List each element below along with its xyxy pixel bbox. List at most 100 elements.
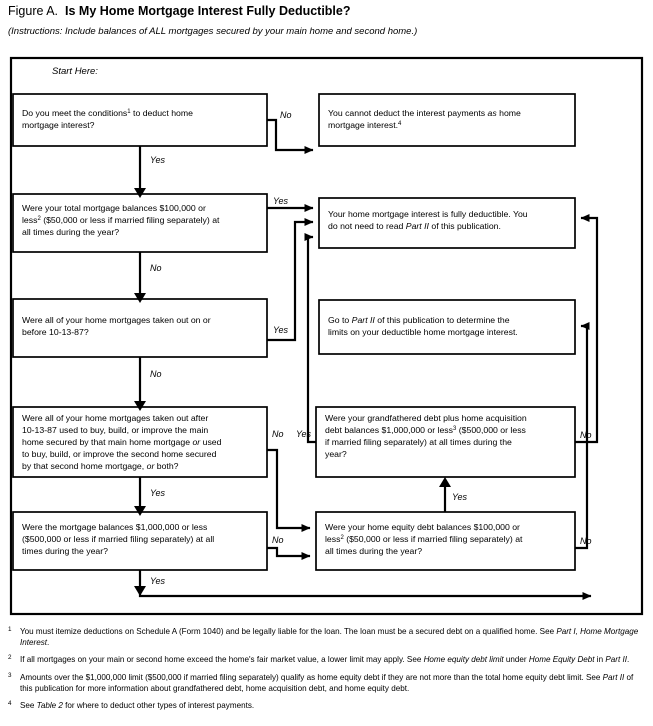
q4-line2: 10-13-87 used to buy, build, or improve … <box>22 425 208 435</box>
edge-q6-yes <box>138 570 592 600</box>
edge-q7-no <box>575 322 590 550</box>
edge-q6-no <box>267 546 311 560</box>
q2-sup: 2 <box>37 216 41 222</box>
footnote-text: for where to deduct other types of inter… <box>62 701 255 711</box>
arrowhead-q1-yes <box>134 188 146 198</box>
footnote-text: of this publication for more information… <box>20 672 634 693</box>
node-q6[interactable]: Were the mortgage balances $1,000,000 or… <box>12 511 268 571</box>
q3-line1: Were all of your home mortgages taken ou… <box>22 315 211 325</box>
edge-q5-yes <box>304 233 316 444</box>
arrowhead-q3-no <box>134 401 146 411</box>
label-q1-no: No <box>280 110 292 120</box>
svg-text:You cannot deduct the interest: You cannot deduct the interest payments … <box>328 108 521 118</box>
q5-line2a: debt balances $1,000,000 or less <box>325 425 454 435</box>
svg-text:less2 ($50,000 or less if marr: less2 ($50,000 or less if married filing… <box>325 534 523 544</box>
node-q5[interactable]: Were your grandfathered debt plus home a… <box>315 406 576 478</box>
q7-line3: all times during the year? <box>325 546 422 556</box>
r3-line1b: of this publication to determine the <box>375 315 510 325</box>
footnote-text: . <box>626 655 630 665</box>
q6-line3: times during the year? <box>22 546 108 556</box>
svg-text:mortgage interest.4: mortgage interest.4 <box>328 120 402 130</box>
q5-line3: if married filing separately) at all tim… <box>325 437 512 447</box>
node-q4[interactable]: Were all of your home mortgages taken ou… <box>12 406 268 478</box>
q3-line2: before 10-13-87? <box>22 327 89 337</box>
r2-line2b: of this publication. <box>429 221 501 231</box>
q6-line2: ($500,000 or less if married filing sepa… <box>22 534 214 544</box>
start-here-label: Start Here: <box>52 66 98 77</box>
footnote-text: Home equity debt limit <box>423 655 504 665</box>
label-q2-yes: Yes <box>273 196 289 206</box>
label-q5-no: No <box>580 430 592 440</box>
footnote-text: Amounts over the $1,000,000 limit ($500,… <box>20 672 603 682</box>
arrowhead-q4-yes <box>134 506 146 516</box>
q2-line1: Were your total mortgage balances $100,0… <box>22 203 206 213</box>
q7-line1: Were your home equity debt balances $100… <box>325 522 520 532</box>
q4-line3a: home secured by that main home mortgage <box>22 437 192 447</box>
footnote-text: Part II <box>605 655 627 665</box>
page-title: Figure A.Is My Home Mortgage Interest Fu… <box>8 4 351 18</box>
q5-line2b: ($500,000 or less <box>456 425 526 435</box>
r2-line2a: do not need to read <box>328 221 406 231</box>
q4-line5i: or <box>147 461 156 471</box>
q4-line5a: by that second home mortgage, <box>22 461 147 471</box>
r1-line1i: as <box>488 108 498 118</box>
q1-line2: mortgage interest? <box>22 120 95 130</box>
q4-line3i: or <box>192 437 201 447</box>
node-q3[interactable]: Were all of your home mortgages taken ou… <box>12 298 268 358</box>
q4-line1: Were all of your home mortgages taken ou… <box>22 413 208 423</box>
q1-sup: 1 <box>127 109 131 115</box>
label-q7-yes: Yes <box>452 492 468 502</box>
node-q1[interactable]: Do you meet the conditions1 to deduct ho… <box>12 93 268 147</box>
r1-line2: mortgage interest. <box>328 120 398 130</box>
node-r1[interactable]: You cannot deduct the interest payments … <box>318 93 576 147</box>
node-r2[interactable]: Your home mortgage interest is fully ded… <box>318 197 576 249</box>
footnote-3: 3 Amounts over the $1,000,000 limit ($500… <box>6 672 647 694</box>
node-r3[interactable]: Go to Part II of this publication to det… <box>318 299 576 355</box>
footnote-text: under <box>503 655 529 665</box>
label-q5-yes: Yes <box>296 429 312 439</box>
footnote-4: 4 See Table 2 for where to deduct other t… <box>6 700 647 711</box>
arrowhead-q7-yes-up <box>439 477 451 487</box>
q7-sup: 2 <box>340 535 344 541</box>
svg-text:Do you meet the conditions1 to: Do you meet the conditions1 to deduct ho… <box>22 108 193 118</box>
r2-line1: Your home mortgage interest is fully ded… <box>328 209 528 219</box>
instructions-line: (Instructions: Include balances of ALL m… <box>8 26 418 37</box>
footnote-marker: 4 <box>8 700 12 708</box>
svg-text:less2 ($50,000 or less if marr: less2 ($50,000 or less if married filing… <box>22 215 220 225</box>
chart-frame <box>9 56 644 616</box>
edge-q4-no <box>267 448 311 532</box>
edge-q3-yes <box>267 218 314 342</box>
label-q3-yes: Yes <box>273 325 289 335</box>
footnote-text: See <box>20 701 37 711</box>
footnote-marker: 2 <box>8 654 12 662</box>
svg-text:debt balances $1,000,000 or le: debt balances $1,000,000 or less3 ($500,… <box>325 425 527 435</box>
node-q2[interactable]: Were your total mortgage balances $100,0… <box>12 193 268 253</box>
footnote-text: Part II <box>602 672 625 682</box>
r3-line1a: Go to <box>328 315 352 325</box>
footnote-text: Home Equity Debt <box>528 655 595 665</box>
q6-line1: Were the mortgage balances $1,000,000 or… <box>22 522 208 532</box>
label-q2-no: No <box>150 263 162 273</box>
r1-line1a: You cannot deduct the interest payments <box>328 108 488 118</box>
arrowhead-q6-yes <box>134 586 146 596</box>
label-q7-no: No <box>580 536 592 546</box>
footnote-text: Table 2 <box>36 701 63 711</box>
label-q1-yes: Yes <box>150 155 166 165</box>
label-q6-no: No <box>272 535 284 545</box>
figure-title: Is My Home Mortgage Interest Fully Deduc… <box>65 4 351 18</box>
q7-line2b: ($50,000 or less if married filing separ… <box>344 534 523 544</box>
footnote-marker: 3 <box>8 671 12 679</box>
footnote-text: . <box>47 638 50 648</box>
svg-text:by that second home mortgage,: by that second home mortgage, or both? <box>22 461 179 471</box>
q4-line4: to buy, build, or improve the second hom… <box>22 449 217 459</box>
node-q7[interactable]: Were your home equity debt balances $100… <box>315 511 576 571</box>
svg-text:Go to Part II of this publicat: Go to Part II of this publication to det… <box>328 315 510 325</box>
footnote-marker: 1 <box>8 626 12 633</box>
q5-sup: 3 <box>453 426 457 432</box>
edge-labels: No Yes Yes No Yes No No Yes Yes No No Ye… <box>150 110 592 586</box>
